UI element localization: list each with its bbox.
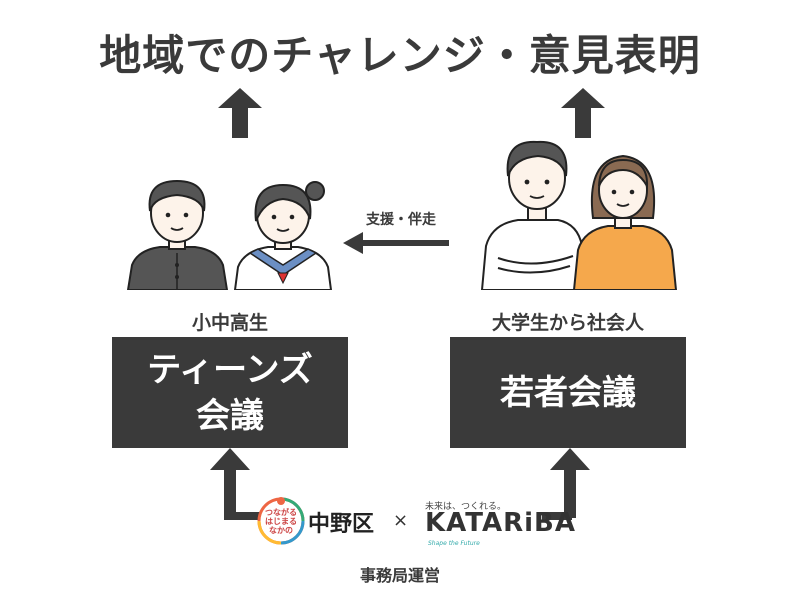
nakano-name: 中野区 <box>308 512 375 537</box>
boy-figure <box>126 179 229 290</box>
youth-council-label: 若者会議 <box>500 372 636 413</box>
left-group-label: 小中高生 <box>191 312 268 334</box>
right-group-label: 大学生から社会人 <box>491 312 644 334</box>
adults-illustration <box>480 140 678 290</box>
support-label: 支援・伴走 <box>366 212 436 228</box>
nakano-logo-text: つながる はじまる なかの <box>265 508 297 535</box>
youth-council-box: 若者会議 <box>450 337 686 448</box>
man-figure <box>480 140 583 290</box>
katariba-logo: KATARiBA <box>425 508 576 538</box>
girl-figure <box>233 181 333 290</box>
nakano-logo: つながる はじまる なかの <box>256 496 306 546</box>
times-symbol: × <box>393 510 409 531</box>
katariba-slogan: 未来は、つくれる。 <box>425 502 507 512</box>
connector-arrows <box>210 448 590 520</box>
katariba-tagline: Shape the Future <box>428 540 480 547</box>
up-arrow-left <box>218 88 262 138</box>
support-arrow <box>343 232 449 254</box>
teens-council-box: ティーンズ 会議 <box>112 337 348 448</box>
nakano-logo-icon <box>257 497 305 545</box>
office-label: 事務局運営 <box>359 566 440 585</box>
students-illustration <box>126 179 333 290</box>
teens-council-line2: 会議 <box>196 395 264 436</box>
woman-figure <box>572 154 678 290</box>
teens-council-line1: ティーンズ <box>147 349 313 390</box>
diagram-title: 地域でのチャレンジ・意見表明 <box>99 31 701 80</box>
up-arrow-right <box>561 88 605 138</box>
